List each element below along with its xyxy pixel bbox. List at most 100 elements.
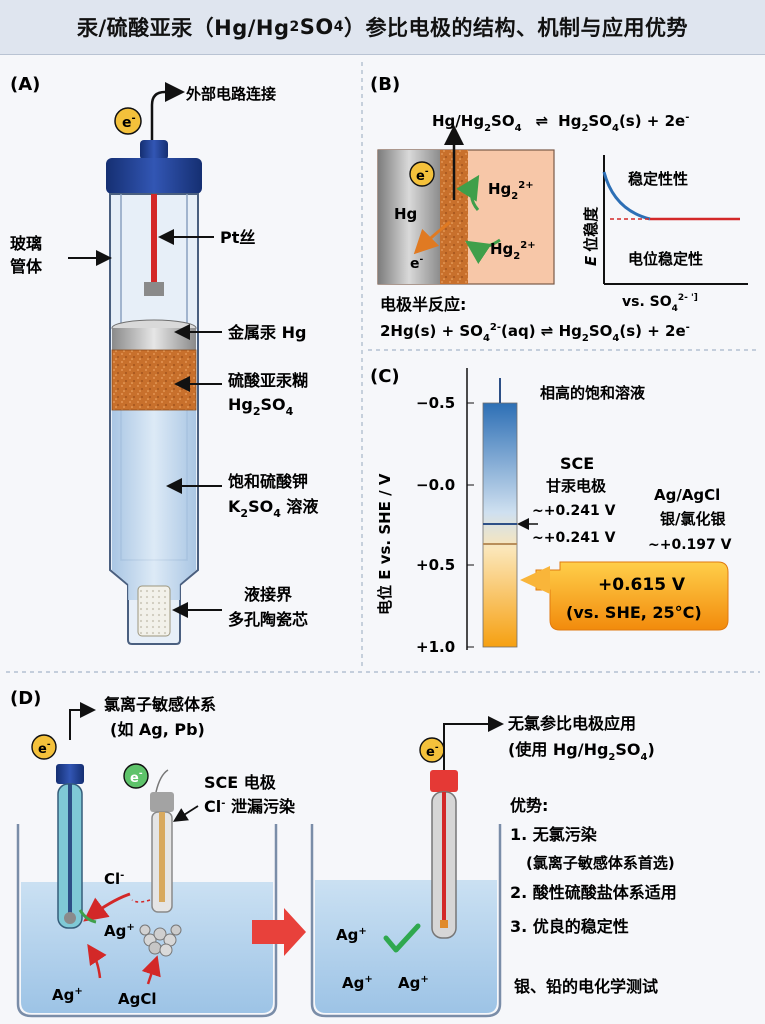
- title-subscript-2: 2: [289, 19, 300, 35]
- right-electrode-tip: [440, 920, 448, 928]
- electron-label-e: e: [122, 115, 132, 131]
- title-subscript-4: 4: [333, 19, 345, 35]
- electron-label-sup: -: [132, 113, 136, 124]
- checkmark-icon: [383, 923, 421, 953]
- r-ag-ion-3: Ag+: [398, 974, 429, 992]
- hg2so4-value-box: [535, 561, 729, 631]
- ion-top-sub: 2: [511, 191, 518, 202]
- sce-wire: [155, 769, 169, 793]
- mini-plot-x-c: 2- ']: [678, 293, 698, 303]
- half-b: 4: [483, 333, 490, 344]
- sce-cap: [150, 792, 174, 812]
- agcl-arrow: [141, 955, 161, 985]
- eq-left-a: Hg/Hg: [432, 112, 484, 130]
- d-ag1-text: Ag: [104, 922, 126, 940]
- tick-0-0: −0.0: [416, 476, 455, 494]
- value-box-pointer: [520, 566, 550, 594]
- nocl-a: (使用 Hg/Hg: [508, 740, 608, 759]
- d-ag1-sup: +: [126, 922, 134, 933]
- eq-right-a: Hg: [558, 112, 581, 130]
- sensitive-system-label-2: (如 Ag, Pb): [110, 720, 205, 739]
- sce-label-3: ~+0.241 V: [532, 503, 616, 519]
- panel-d-tag: (D): [10, 688, 41, 709]
- nocl-e: ): [647, 740, 654, 759]
- scale-top-label: 相高的饱和溶液: [540, 384, 646, 402]
- circuit-label: 外部电路连接: [185, 85, 276, 103]
- advantage-1-note: (氯离子敏感体系首选): [526, 854, 675, 872]
- r-ag2-sup: +: [364, 974, 372, 985]
- mini-plot-curve-blue: [602, 171, 651, 221]
- pt-contact: [144, 282, 164, 296]
- eq-right-d: 4: [612, 123, 619, 134]
- pt-wire: [151, 194, 157, 284]
- interface-electron-label: e-: [416, 167, 429, 184]
- glass-label-1: 玻璃: [10, 234, 42, 253]
- paste-label-2d: 4: [286, 405, 294, 418]
- title-text-mid: SO: [299, 15, 334, 39]
- r-ag1-text: Ag: [336, 926, 358, 944]
- eq-left-d: 4: [515, 123, 522, 134]
- electron-icon: [114, 107, 142, 135]
- application-footer: 银、铅的电化学测试: [514, 977, 658, 996]
- d-cl-text: Cl: [104, 870, 120, 888]
- junction-label-2: 多孔陶瓷芯: [228, 610, 308, 629]
- half-d: (aq) ⇌ Hg: [501, 322, 582, 340]
- ion-down-arrow: [465, 238, 501, 264]
- half-a: 2Hg(s) + SO: [380, 322, 483, 340]
- ion-top-sup: 2+: [518, 180, 533, 191]
- tick-1-0: +1.0: [416, 638, 455, 656]
- right-beaker-liquid: [315, 880, 497, 1013]
- left-electrode-wire: [69, 702, 96, 740]
- eq-left-c: SO: [491, 112, 515, 130]
- left-beaker: [16, 824, 278, 1018]
- cl-migration-arrow: [83, 892, 131, 922]
- left-electron-icon: [31, 734, 57, 760]
- mini-plot-x-label: vs. SO42- ']: [622, 293, 698, 314]
- r-ag1-sup: +: [358, 926, 366, 937]
- nocl-c: SO: [615, 740, 640, 759]
- panel-b-tag: (B): [370, 74, 400, 95]
- agcl-label-1: Ag/AgCl: [654, 486, 720, 504]
- k2so4-solution: [112, 410, 196, 570]
- sce-leak-text: 泄漏污染: [225, 797, 296, 816]
- r-ag3-sup: +: [420, 974, 428, 985]
- paste-label-2c: SO: [261, 395, 286, 414]
- title-text-end: ）参比电极的结构、机制与应用优势: [344, 16, 689, 40]
- chloride-free-label-2: (使用 Hg/Hg2SO4): [508, 740, 655, 763]
- panel-c-tag: (C): [370, 366, 400, 387]
- porous-frit: [137, 585, 171, 637]
- circuit-wire: [150, 82, 185, 144]
- panel-a-tag: (A): [10, 74, 40, 95]
- sce-leak-label: Cl- 泄漏污染: [204, 797, 296, 816]
- sce-leak-sup: -: [221, 798, 225, 809]
- ion-up-arrow: [456, 174, 480, 211]
- eq-right-f: -: [685, 112, 689, 123]
- scale-y-label: 电位 E vs. SHE / V: [376, 473, 394, 615]
- eq-right-b: 2: [581, 123, 588, 134]
- sce-leak-cl: Cl: [204, 797, 221, 816]
- agcl-precipitate: [139, 924, 182, 957]
- solution-label-2: K2SO4 溶液: [228, 497, 319, 520]
- right-beaker: [310, 824, 502, 1018]
- tick-0-5: +0.5: [416, 556, 455, 574]
- interface-e-bottom: e-: [410, 255, 424, 272]
- solution-neck: [112, 570, 196, 600]
- ion-label-top: Hg22+: [488, 180, 534, 202]
- advantage-3: 3. 优良的稳定性: [510, 917, 629, 936]
- value-box-line-2: (vs. SHE, 25°C): [566, 603, 702, 622]
- interface-e-bottom-e: e: [410, 256, 420, 272]
- chloride-free-label-1: 无氯参比电极应用: [507, 714, 636, 733]
- r-ag2-text: Ag: [342, 974, 364, 992]
- paste-label-2b: 2: [253, 405, 261, 418]
- d-ag2-text: Ag: [52, 986, 74, 1004]
- d-ag2-sup: +: [74, 986, 82, 997]
- sce-label-4: ~+0.241 V: [532, 530, 616, 546]
- pt-label: Pt丝: [220, 228, 255, 247]
- mini-plot-y-e: E: [582, 255, 600, 266]
- panel-b-equation: Hg/Hg2SO4⇌Hg2SO4(s) + 2e-: [432, 112, 689, 134]
- d-reaction-green: [78, 909, 97, 924]
- ion-bottom-hg: Hg: [490, 240, 513, 258]
- sensitive-system-label-1: 氯离子敏感体系: [104, 695, 216, 714]
